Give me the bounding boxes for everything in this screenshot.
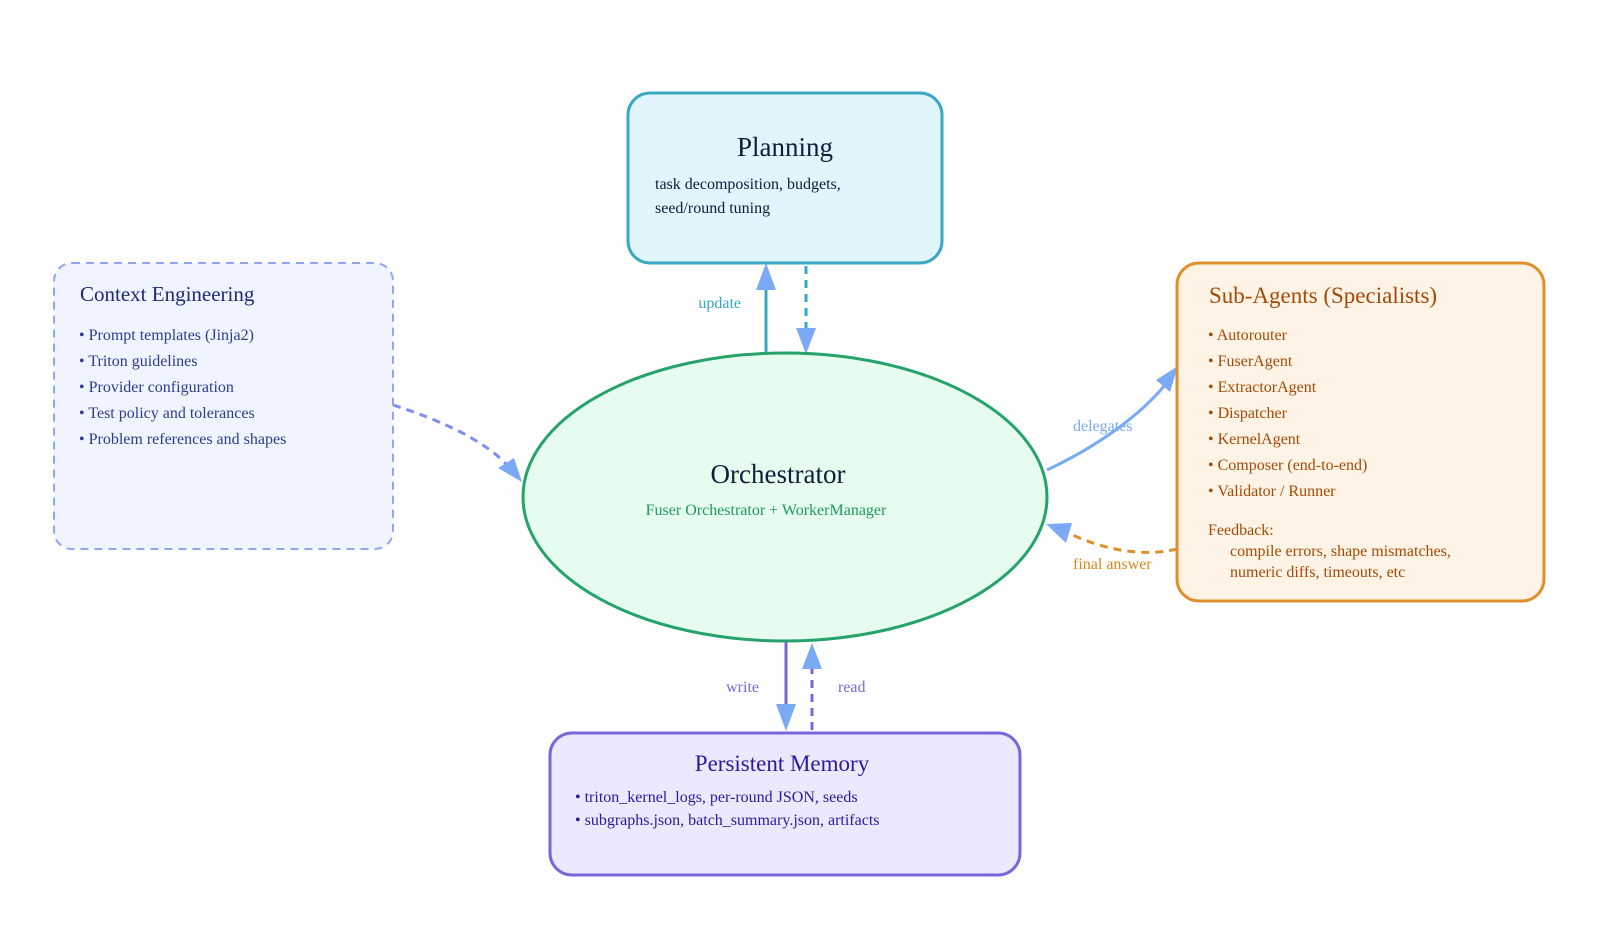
subagent-item-2: • FuserAgent xyxy=(1208,353,1293,370)
final-answer-edge xyxy=(1067,531,1178,554)
feedback-line-1: compile errors, shape mismatches, xyxy=(1230,543,1451,560)
persistent-memory-node[interactable]: Persistent Memory • triton_kernel_logs, … xyxy=(548,731,1022,877)
write-arrowhead xyxy=(776,704,796,731)
memory-title: Persistent Memory xyxy=(695,751,870,776)
subagent-item-1: • Autorouter xyxy=(1208,327,1288,344)
update-arrowhead xyxy=(756,263,776,290)
subagent-item-5: • KernelAgent xyxy=(1208,431,1301,448)
plan-dispatch-arrowhead xyxy=(796,328,816,354)
planning-line-2: seed/round tuning xyxy=(655,200,770,217)
context-engineering-node[interactable]: Context Engineering • Prompt templates (… xyxy=(53,262,394,550)
orchestrator-title: Orchestrator xyxy=(711,459,846,489)
subagent-item-3: • ExtractorAgent xyxy=(1208,379,1317,396)
planning-node[interactable]: Planning task decomposition, budgets, se… xyxy=(626,91,944,265)
delegates-arrowhead xyxy=(1156,366,1178,392)
feedback-label: Feedback: xyxy=(1208,522,1274,539)
delegates-edge xyxy=(1046,384,1167,472)
subagent-item-7: • Validator / Runner xyxy=(1208,483,1336,500)
planning-line-1: task decomposition, budgets, xyxy=(655,176,841,193)
memory-item-1: • triton_kernel_logs, per-round JSON, se… xyxy=(575,789,858,806)
final-answer-arrowhead xyxy=(1046,523,1072,543)
orchestrator-node[interactable]: Orchestrator Fuser Orchestrator + Worker… xyxy=(521,351,1049,643)
read-label: read xyxy=(838,679,866,696)
context-title: Context Engineering xyxy=(80,282,255,306)
context-item-3: • Provider configuration xyxy=(79,379,234,396)
context-item-1: • Prompt templates (Jinja2) xyxy=(79,327,254,344)
context-edge xyxy=(392,403,512,469)
planning-title: Planning xyxy=(737,132,833,162)
final-answer-label: final answer xyxy=(1073,556,1152,573)
sub-agents-node[interactable]: Sub-Agents (Specialists) • Autorouter • … xyxy=(1175,261,1546,603)
subagent-item-6: • Composer (end-to-end) xyxy=(1208,457,1367,474)
orchestrator-subtitle: Fuser Orchestrator + WorkerManager xyxy=(646,502,887,519)
memory-item-2: • subgraphs.json, batch_summary.json, ar… xyxy=(575,812,880,829)
update-label: update xyxy=(698,295,741,312)
context-arrowhead xyxy=(498,458,522,482)
context-item-2: • Triton guidelines xyxy=(79,353,198,370)
subagent-item-4: • Dispatcher xyxy=(1208,405,1288,422)
delegates-label: delegates xyxy=(1073,418,1133,435)
read-arrowhead xyxy=(802,643,822,669)
context-item-5: • Problem references and shapes xyxy=(79,431,286,448)
write-label: write xyxy=(726,679,759,696)
context-item-4: • Test policy and tolerances xyxy=(79,405,255,422)
subagents-title: Sub-Agents (Specialists) xyxy=(1209,283,1437,308)
feedback-line-2: numeric diffs, timeouts, etc xyxy=(1230,564,1405,581)
